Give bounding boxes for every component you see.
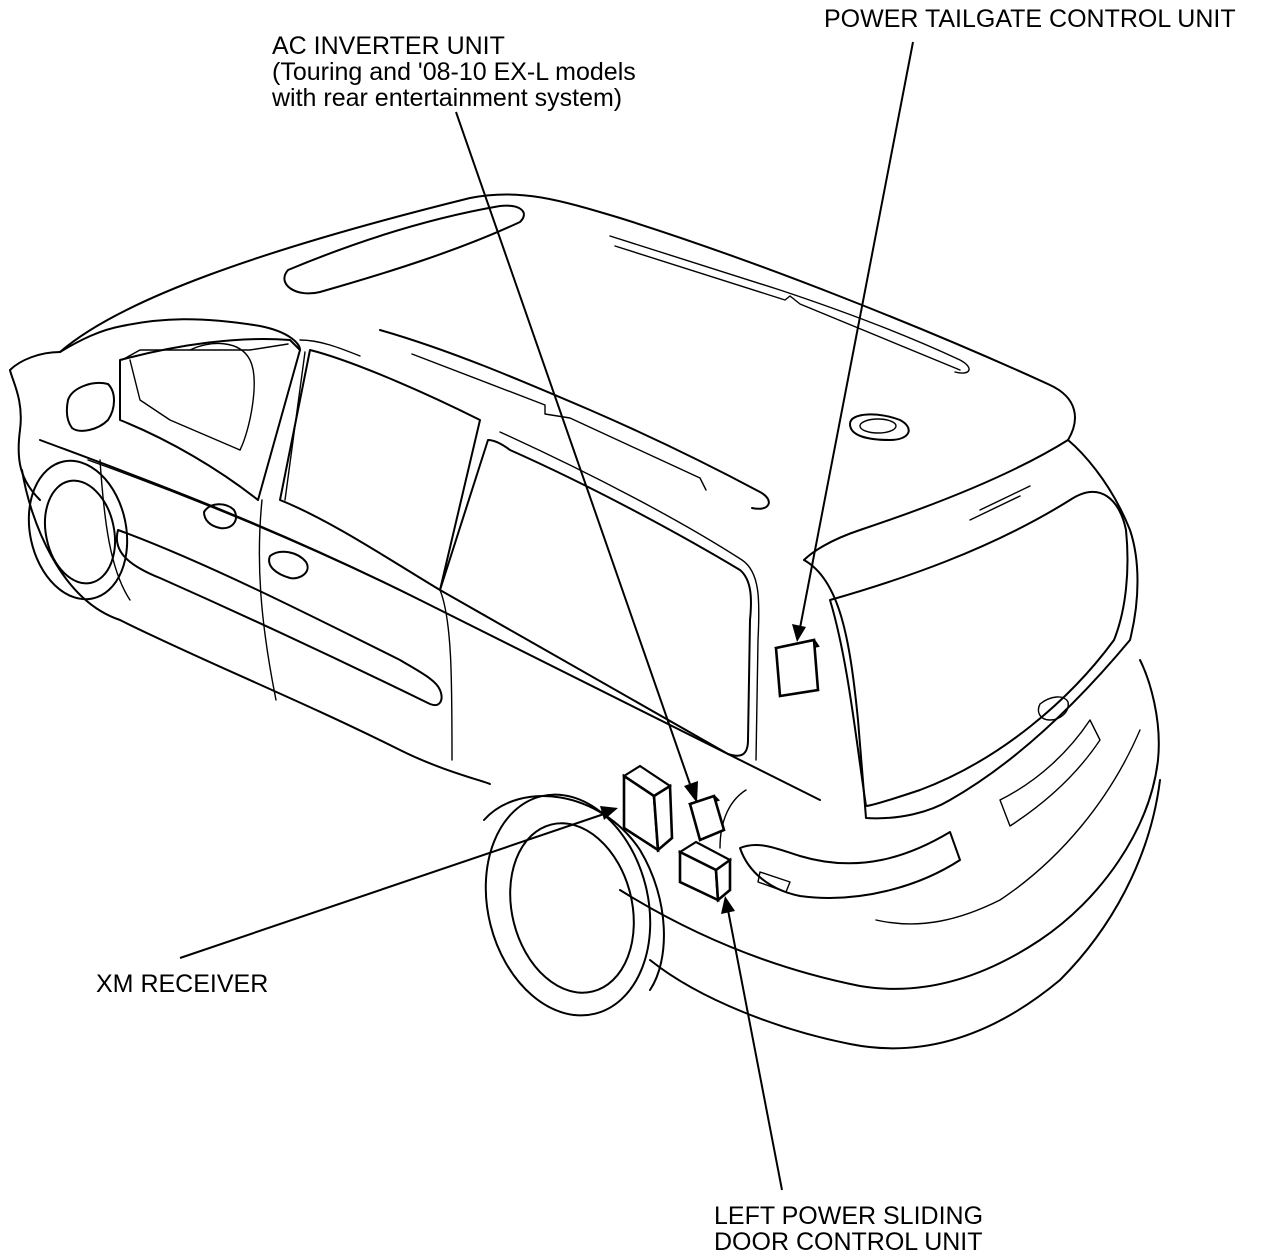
ac-inverter-unit-box [687,794,726,842]
arrowhead-sliding-door [721,896,735,914]
label-left-power-sliding-door-control-unit: LEFT POWER SLIDING DOOR CONTROL UNIT [714,1203,983,1255]
rear-bumper [619,659,1160,990]
leader-power-tailgate [799,41,914,629]
label-ac-inverter-line1: AC INVERTER UNIT [272,32,505,60]
arrowhead-xm-receiver [600,806,618,820]
roof-rail-left [379,329,770,510]
label-ac-inverter-unit: AC INVERTER UNIT (Touring and '08-10 EX-… [272,33,636,111]
label-sliding-door-line2: DOOR CONTROL UNIT [714,1228,983,1256]
body-bottom [21,469,491,785]
roof-rail-right [609,235,970,374]
roof-rear-edge [803,439,1069,561]
leader-ac-inverter [455,111,693,791]
rear-quarter-window [439,439,752,757]
rear-window [829,490,1129,807]
sliding-door-handle [268,550,309,580]
tailgate-emblem [1037,696,1069,721]
label-xm-receiver: XM RECEIVER [96,971,268,997]
power-tailgate-control-unit-box [774,638,820,698]
hood [9,351,61,501]
arrowhead-power-tailgate [792,624,806,642]
label-xm-receiver-line1: XM RECEIVER [96,970,269,998]
windshield [59,318,301,353]
label-power-tailgate-line1: POWER TAILGATE CONTROL UNIT [824,5,1236,33]
sunroof [283,204,525,295]
side-molding [115,529,443,706]
front-wheel [27,459,129,601]
front-door-window [119,338,301,501]
side-mirror [65,382,115,432]
xm-receiver-box [621,764,674,853]
leader-sliding-door [727,909,783,1191]
roof-outline [59,193,1076,441]
label-ac-inverter-line2: (Touring and '08-10 EX-L models [272,58,636,86]
leader-xm-receiver [179,813,605,959]
license-plate [999,719,1101,827]
label-sliding-door-line1: LEFT POWER SLIDING [714,1202,984,1230]
label-ac-inverter-line3: with rear entertainment system) [272,84,623,112]
roof-antenna [849,413,910,441]
rear-hatch [803,439,1139,820]
beltline [87,459,761,771]
left-power-sliding-door-control-unit-box [677,840,733,903]
label-power-tailgate-control-unit: POWER TAILGATE CONTROL UNIT [824,6,1236,32]
body-side-top [39,439,821,801]
arrowhead-ac-inverter [684,781,698,803]
front-door-handle [203,503,238,530]
sliding-door-window [279,349,481,591]
